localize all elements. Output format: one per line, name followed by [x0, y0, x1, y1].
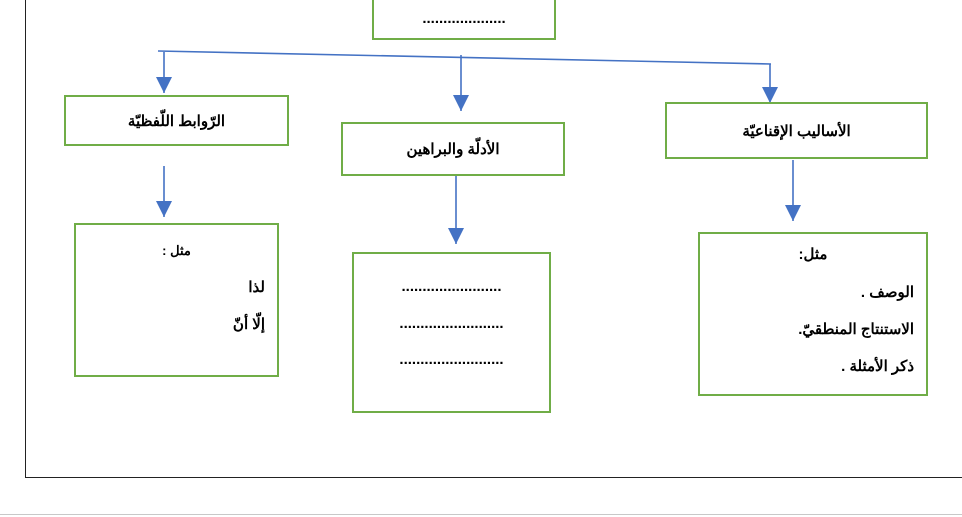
links-box: الرّوابط اللّفظيّة — [64, 95, 289, 146]
evidence-box: الأدلّة والبراهين — [341, 122, 565, 176]
evidence-title: الأدلّة والبراهين — [406, 141, 500, 158]
methods-examples-box: مثل: الوصف . الاستنتاج المنطقيّ. ذكر الأ… — [698, 232, 928, 396]
blank-line: ......................... — [399, 315, 504, 332]
links-title: الرّوابط اللّفظيّة — [127, 112, 226, 130]
evidence-examples-box: ........................ ...............… — [352, 252, 551, 413]
list-item: الاستنتاج المنطقيّ. — [798, 321, 914, 338]
divider — [0, 514, 962, 515]
root-box: .................... — [372, 0, 556, 40]
methods-title: الأساليب الإقناعيّة — [742, 122, 851, 140]
methods-box: الأساليب الإقناعيّة — [665, 102, 928, 159]
example-label: مثل: — [798, 246, 828, 263]
list-item: ذكر الأمثلة . — [841, 358, 914, 375]
list-item: إلّا أنّ — [232, 316, 265, 333]
horizontal-connector — [157, 50, 772, 65]
links-examples-box: مثل : لذا إلّا أنّ — [74, 223, 279, 377]
example-label: مثل : — [162, 243, 191, 258]
root-label: .................... — [422, 9, 506, 27]
list-item: الوصف . — [860, 284, 914, 301]
list-item: لذا — [248, 279, 265, 296]
blank-line: ......................... — [399, 351, 504, 368]
blank-line: ........................ — [401, 278, 502, 295]
page-frame — [25, 0, 962, 478]
